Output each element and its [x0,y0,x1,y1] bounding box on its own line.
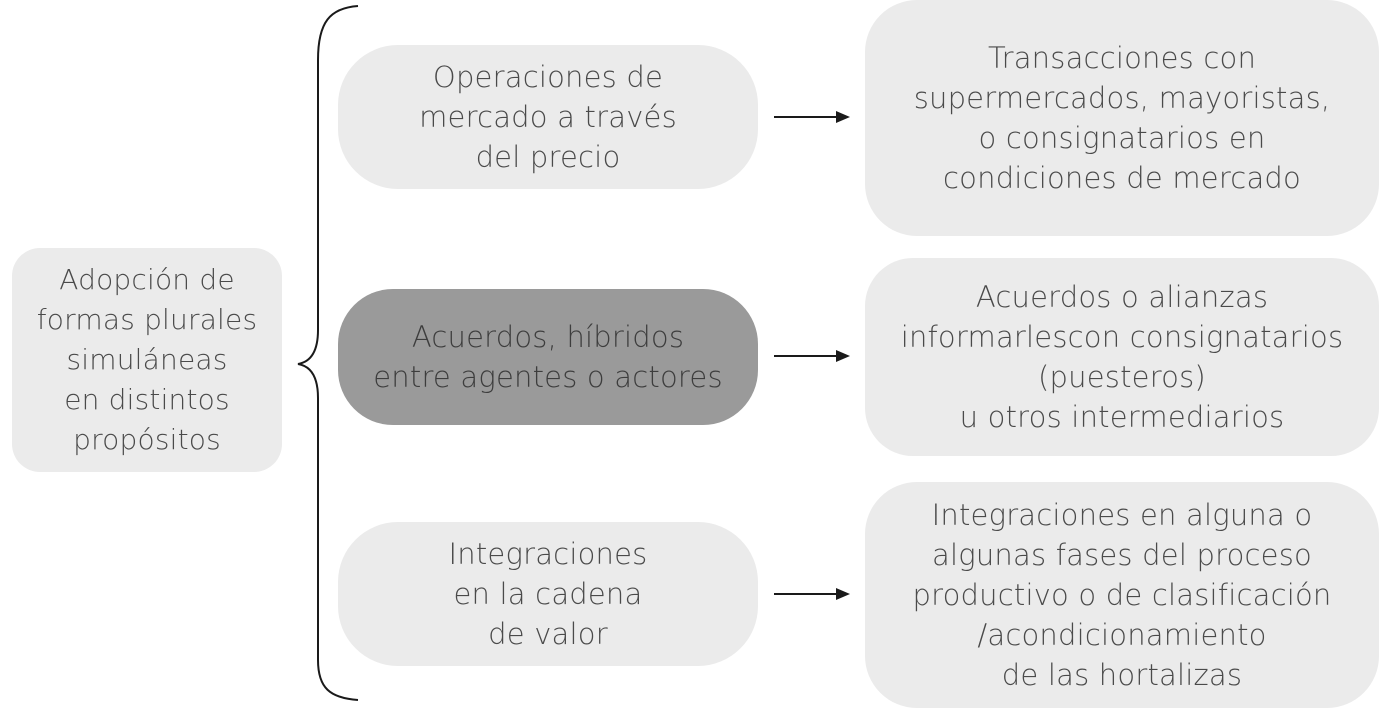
branch-market-operations: Operaciones de mercado a través del prec… [338,45,758,189]
branch-value-chain-integration: Integraciones en la cadena de valor [338,522,758,666]
detail-informal-agreements: Acuerdos o alianzas informarlescon consi… [865,258,1379,456]
branch-hybrid-agreements: Acuerdos, híbridos entre agentes o actor… [338,289,758,425]
arrow-3 [774,588,850,600]
branch-label: Integraciones en la cadena de valor [448,537,648,651]
detail-label: Acuerdos o alianzas informarlescon consi… [900,280,1344,434]
branch-label: Acuerdos, híbridos entre agentes o actor… [373,320,723,394]
branch-label: Operaciones de mercado a través del prec… [419,60,677,174]
detail-label: Integraciones en alguna o algunas fases … [912,498,1332,692]
detail-market-transactions: Transacciones con supermercados, mayoris… [865,0,1379,236]
root-node-label: Adopción de formas plurales simuláneas e… [36,263,258,456]
arrow-1 [774,111,850,123]
root-node: Adopción de formas plurales simuláneas e… [12,248,282,472]
curly-brace [297,5,359,701]
detail-label: Transacciones con supermercados, mayoris… [913,41,1331,195]
arrow-2 [774,350,850,362]
detail-process-integrations: Integraciones en alguna o algunas fases … [865,482,1379,708]
